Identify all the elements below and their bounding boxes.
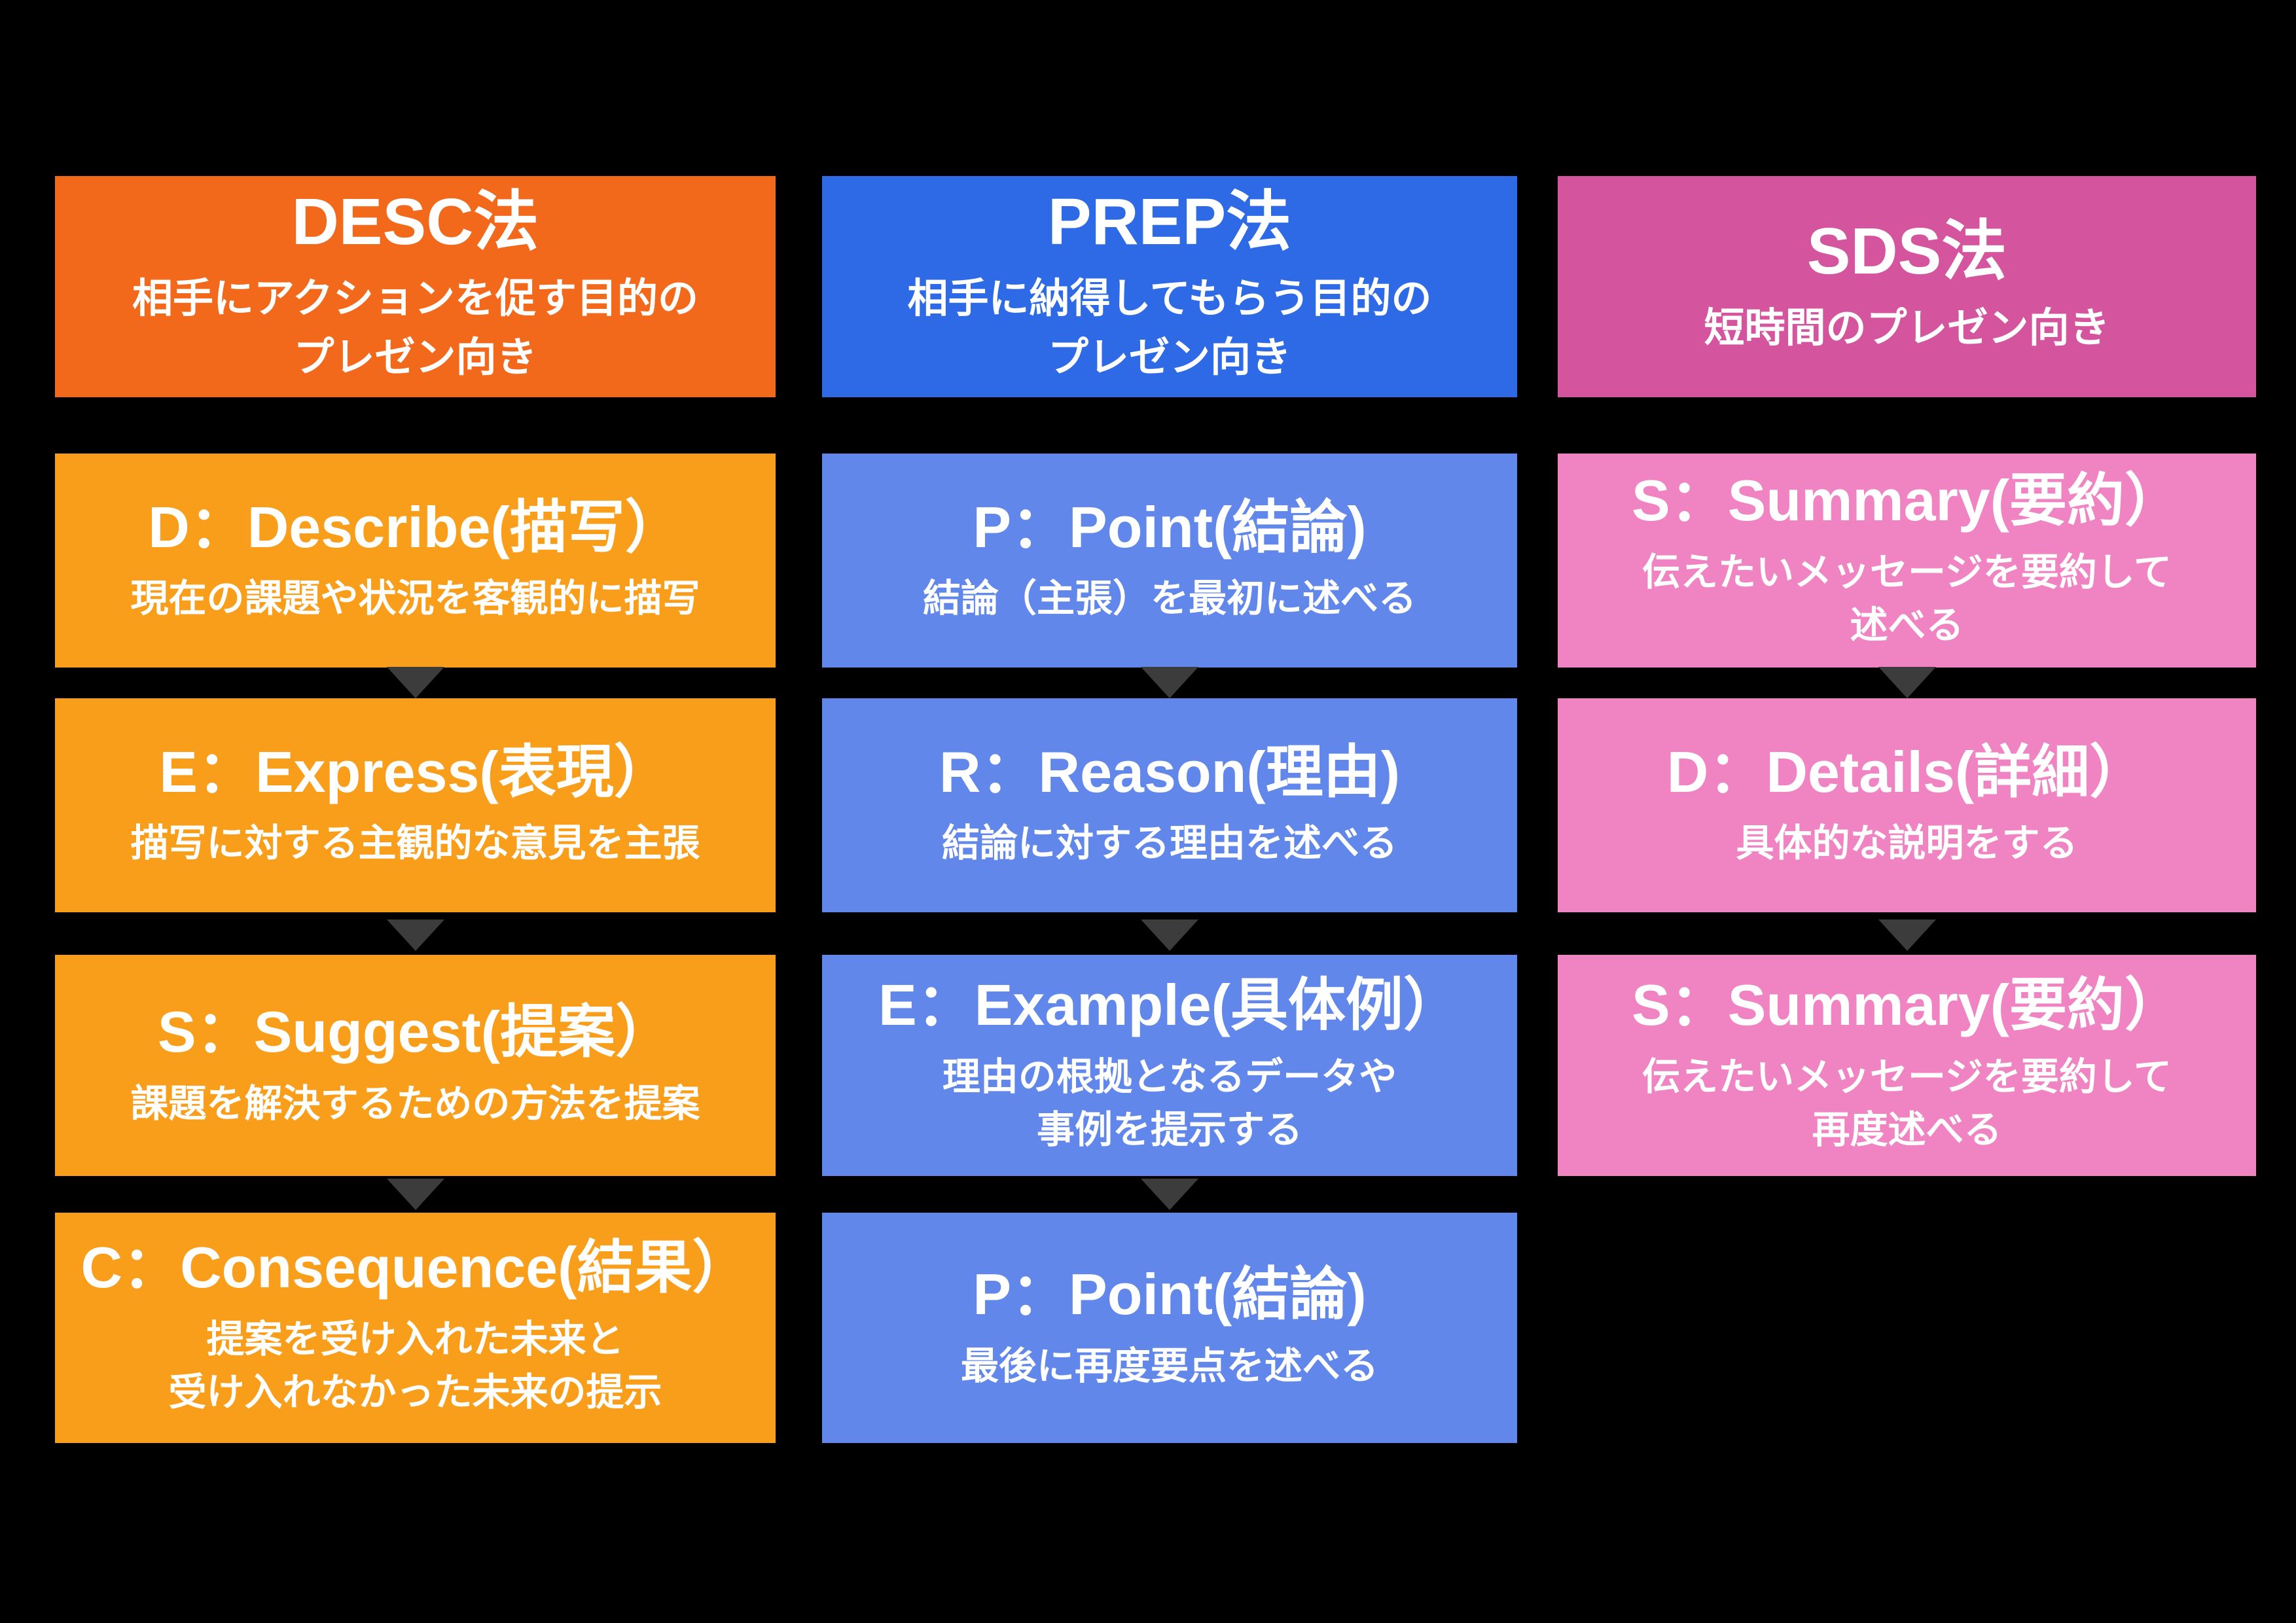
down-arrow-icon [1141, 919, 1198, 951]
desc-method-title: DESC法 [291, 185, 539, 259]
desc-step-express-desc: 描写に対する主観的な意見を主張 [130, 822, 700, 865]
sds-step-summary2-desc: 伝えたいメッセージを要約して 再度述べる [1641, 1056, 2172, 1152]
prep-step-point-title: P：Point(結論) [973, 494, 1367, 560]
prep-step-reason-card: R：Reason(理由) 結論に対する理由を述べる [822, 698, 1517, 912]
prep-step-reason-desc: 結論に対する理由を述べる [941, 822, 1397, 865]
desc-step-suggest-desc: 課題を解決するための方法を提案 [130, 1082, 700, 1125]
desc-step-describe-desc: 現在の課題や状況を客観的に描写 [130, 577, 700, 620]
sds-step-summary2-card: S：Summary(要約） 伝えたいメッセージを要約して 再度述べる [1558, 955, 2256, 1176]
desc-step-consequence-card: C：Consequence(結果） 提案を受け入れた未来と 受け入れなかった未来… [55, 1213, 776, 1443]
down-arrow-icon [386, 667, 444, 698]
desc-step-describe-title: D：Describe(描写） [148, 494, 683, 560]
sds-step-details-title: D：Details(詳細） [1666, 739, 2147, 804]
desc-header-card: DESC法 相手にアクションを促す目的の プレゼン向き [55, 176, 776, 397]
prep-method-title: PREP法 [1047, 185, 1292, 259]
down-arrow-icon [1141, 1179, 1198, 1210]
desc-step-suggest-card: S：Suggest(提案） 課題を解決するための方法を提案 [55, 955, 776, 1176]
prep-step-example-desc: 理由の根拠となるデータや 事例を提示する [942, 1056, 1397, 1152]
prep-step-example-card: E：Example(具体例） 理由の根拠となるデータや 事例を提示する [822, 955, 1517, 1176]
column-sds-method: SDS法 短時間のプレゼン向き S：Summary(要約） 伝えたいメッセージを… [1558, 0, 2256, 1623]
down-arrow-icon [1878, 919, 1936, 951]
sds-step-summary2-title: S：Summary(要約） [1631, 972, 2183, 1038]
prep-step-point2-title: P：Point(結論) [973, 1262, 1367, 1327]
prep-step-point-card: P：Point(結論) 結論（主張）を最初に述べる [822, 454, 1517, 668]
sds-step-summary-desc: 伝えたいメッセージを要約して 述べる [1641, 550, 2172, 647]
down-arrow-icon [386, 1179, 444, 1210]
desc-step-suggest-title: S：Suggest(提案） [157, 999, 673, 1064]
prep-step-point2-desc: 最後に再度要点を述べる [960, 1344, 1378, 1387]
prep-step-point-desc: 結論（主張）を最初に述べる [922, 577, 1416, 620]
sds-step-summary-title: S：Summary(要約） [1631, 467, 2183, 533]
prep-step-point2-card: P：Point(結論) 最後に再度要点を述べる [822, 1213, 1517, 1443]
sds-step-summary-card: S：Summary(要約） 伝えたいメッセージを要約して 述べる [1558, 454, 2256, 668]
prep-header-card: PREP法 相手に納得してもらう目的の プレゼン向き [822, 176, 1517, 397]
desc-step-describe-card: D：Describe(描写） 現在の課題や状況を客観的に描写 [55, 454, 776, 668]
column-desc-method: DESC法 相手にアクションを促す目的の プレゼン向き D：Describe(描… [55, 0, 776, 1623]
sds-header-card: SDS法 短時間のプレゼン向き [1558, 176, 2256, 397]
prep-step-example-title: E：Example(具体例） [878, 972, 1461, 1038]
sds-step-details-desc: 具体的な説明をする [1736, 822, 2078, 865]
down-arrow-icon [1878, 667, 1936, 698]
prep-step-reason-title: R：Reason(理由) [939, 739, 1401, 804]
sds-method-title: SDS法 [1806, 215, 2007, 289]
desc-method-subtitle: 相手にアクションを促す目的の プレゼン向き [132, 276, 698, 380]
sds-step-details-card: D：Details(詳細） 具体的な説明をする [1558, 698, 2256, 912]
desc-step-express-card: E：Express(表現） 描写に対する主観的な意見を主張 [55, 698, 776, 912]
column-prep-method: PREP法 相手に納得してもらう目的の プレゼン向き P：Point(結論) 結… [822, 0, 1517, 1623]
desc-step-consequence-desc: 提案を受け入れた未来と 受け入れなかった未来の提示 [168, 1318, 662, 1414]
sds-method-subtitle: 短時間のプレゼン向き [1704, 306, 2110, 351]
prep-method-subtitle: 相手に納得してもらう目的の プレゼン向き [907, 276, 1432, 380]
desc-step-express-title: E：Express(表現） [159, 739, 672, 804]
desc-step-consequence-title: C：Consequence(結果） [81, 1235, 750, 1300]
down-arrow-icon [386, 919, 444, 951]
down-arrow-icon [1141, 667, 1198, 698]
